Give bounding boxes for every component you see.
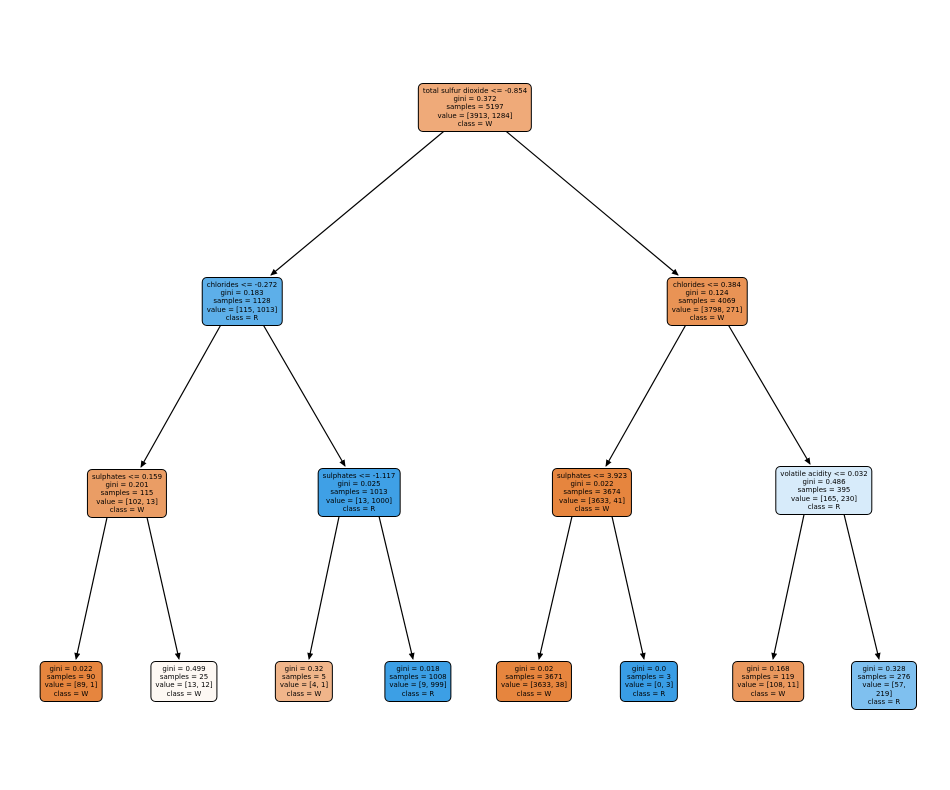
tree-node-l3-1: sulphates <= 0.159 gini = 0.201 samples … — [86, 469, 168, 519]
tree-edge — [307, 511, 341, 660]
tree-edge — [842, 509, 881, 660]
tree-edge — [725, 320, 811, 465]
tree-leaf-3: gini = 0.32 samples = 5 value = [4, 1] c… — [274, 661, 334, 702]
tree-leaf-2: gini = 0.499 samples = 25 value = [13, 1… — [150, 661, 218, 702]
tree-edge — [605, 320, 689, 467]
tree-node-l3-3: sulphates <= 3.923 gini = 0.022 samples … — [551, 468, 633, 518]
tree-edge — [260, 320, 346, 467]
tree-edge — [74, 512, 109, 660]
tree-leaf-6: gini = 0.0 samples = 3 value = [0, 3] cl… — [619, 661, 679, 702]
tree-edge — [145, 512, 181, 660]
tree-edge — [537, 511, 574, 660]
tree-edge — [500, 126, 679, 276]
tree-node-root: total sulfur dioxide <= -0.854 gini = 0.… — [417, 83, 533, 133]
tree-node-l3-4: volatile acidity <= 0.032 gini = 0.486 s… — [775, 466, 873, 516]
tree-edge — [270, 126, 450, 276]
tree-edge — [377, 511, 415, 660]
tree-leaf-5: gini = 0.02 samples = 3671 value = [3633… — [495, 661, 573, 702]
tree-node-l2-right: chlorides <= 0.384 gini = 0.124 samples … — [666, 277, 748, 327]
tree-node-l2-left: chlorides <= -0.272 gini = 0.183 samples… — [201, 277, 283, 327]
tree-edge — [771, 509, 806, 660]
tree-leaf-4: gini = 0.018 samples = 1008 value = [9, … — [384, 661, 452, 702]
tree-leaf-7: gini = 0.168 samples = 119 value = [108,… — [732, 661, 804, 702]
tree-edge — [610, 511, 646, 660]
tree-edge — [140, 320, 224, 468]
tree-leaf-8: gini = 0.328 samples = 276 value = [57, … — [851, 661, 917, 711]
tree-node-l3-2: sulphates <= -1.117 gini = 0.025 samples… — [317, 468, 401, 518]
tree-leaf-1: gini = 0.022 samples = 90 value = [89, 1… — [39, 661, 103, 702]
